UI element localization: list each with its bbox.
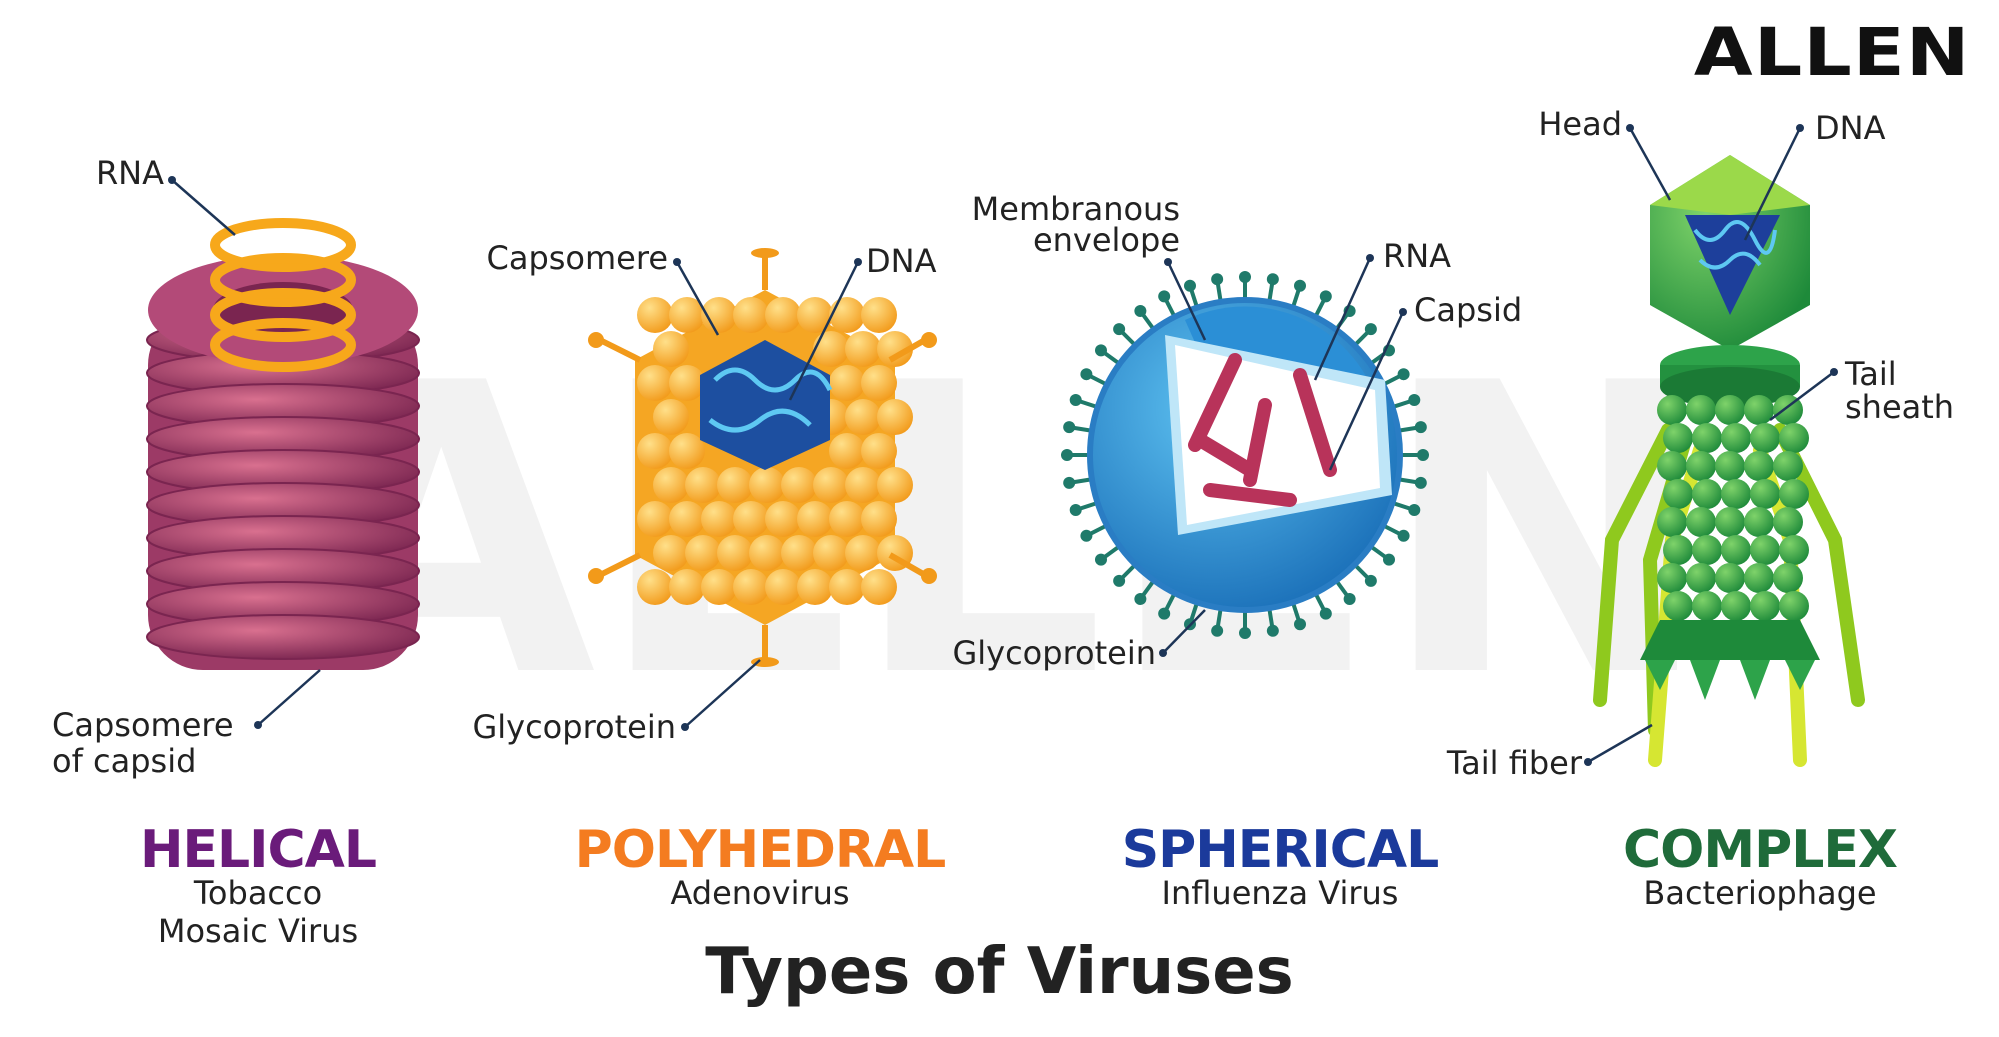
spherical-example: Influenza Virus (1161, 874, 1399, 912)
polyhedral-capsomere-label: Capsomere (486, 239, 668, 277)
complex-head-label: Head (1538, 105, 1622, 143)
helical-example-line2: Mosaic Virus (157, 912, 359, 950)
complex-type-name: COMPLEX (1623, 820, 1898, 880)
rna-coil (210, 218, 356, 372)
helical-capsomere-line2: of capsid (52, 742, 197, 780)
spherical-type-name: SPHERICAL (1121, 820, 1440, 880)
helical-example: Tobacco Mosaic Virus (108, 874, 408, 950)
spherical-envelope-line2: envelope (1032, 221, 1180, 259)
helical-rna-label: RNA (95, 154, 164, 192)
polyhedral-glycoprotein-label: Glycoprotein (472, 708, 676, 746)
helical-capsomere-line1: Capsomere (52, 706, 234, 744)
polyhedral-example: Adenovirus (670, 874, 850, 912)
complex-tail-sheath-label: Tail sheath (1845, 358, 1954, 424)
spherical-capsid-label: Capsid (1414, 291, 1523, 329)
spherical-envelope-line1: Membranous (971, 190, 1180, 228)
complex-dna-label: DNA (1815, 109, 1886, 147)
helical-capsomere-label: Capsomere of capsid (52, 707, 234, 779)
spherical-rna-label: RNA (1383, 237, 1452, 275)
helical-type-name: HELICAL (139, 820, 377, 880)
complex-tail-line2: sheath (1845, 388, 1955, 426)
page-title: Types of Viruses (705, 935, 1294, 1009)
spherical-envelope-label: Membranous envelope (920, 190, 1180, 259)
polyhedral-dna-label: DNA (866, 242, 937, 280)
spherical-virus-illustration (1061, 271, 1429, 639)
brand-logo: ALLEN (1694, 14, 1971, 91)
rna-segments (1188, 353, 1337, 507)
polyhedral-virus-illustration (588, 248, 937, 667)
watermark: ALLEN (286, 300, 1713, 765)
complex-example: Bacteriophage (1643, 874, 1877, 912)
helical-virus-illustration (146, 218, 420, 670)
complex-virus-illustration (1593, 155, 1865, 767)
polyhedral-type-name: POLYHEDRAL (574, 820, 947, 880)
complex-tail-fiber-label: Tail fiber (1446, 744, 1582, 782)
spherical-glycoprotein-label: Glycoprotein (952, 634, 1156, 672)
complex-tail-line1: Tail (1845, 355, 1897, 393)
helical-example-line1: Tobacco (193, 874, 323, 912)
